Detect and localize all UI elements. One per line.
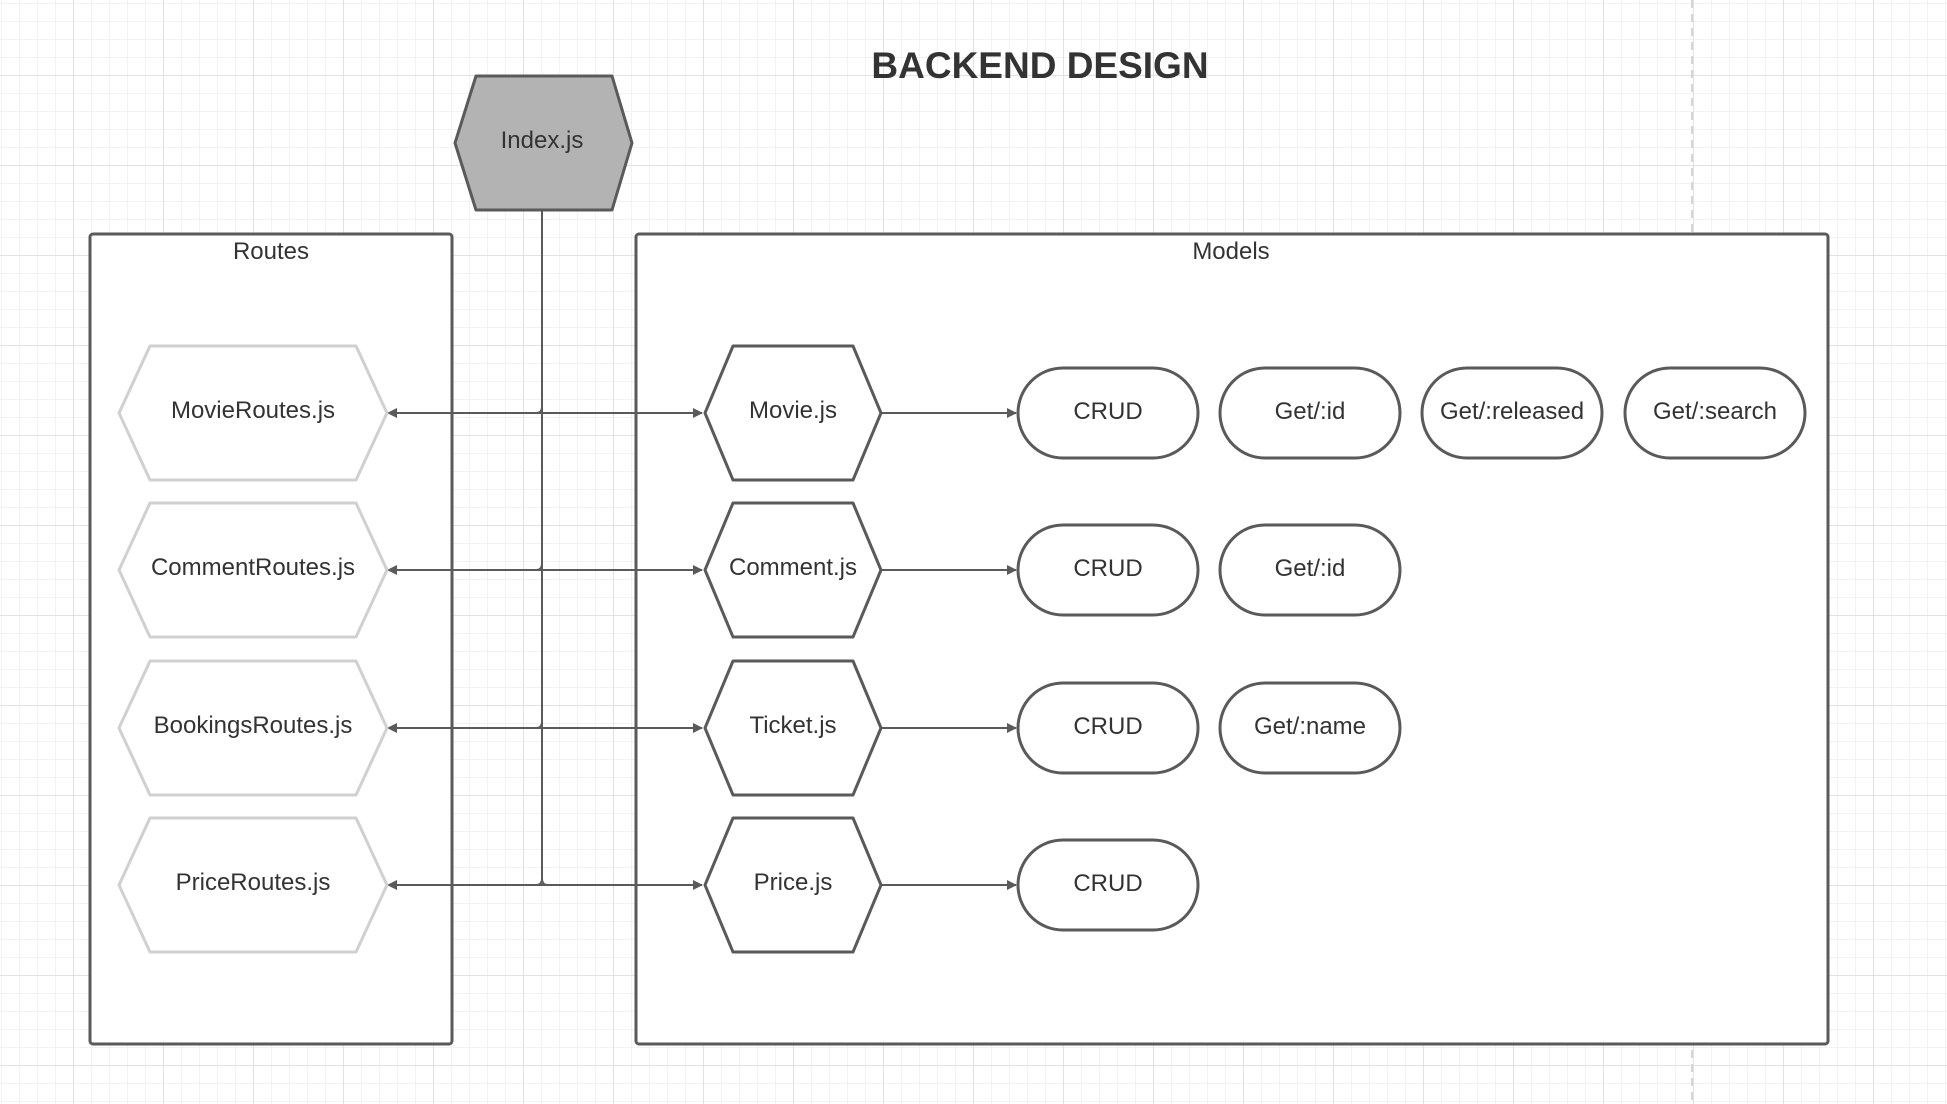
- route-node[interactable]: [117, 344, 389, 482]
- operation-label: CRUD: [1073, 555, 1142, 582]
- operation-pill[interactable]: [1016, 366, 1200, 460]
- index-label: Index.js: [501, 127, 584, 154]
- route-label: PriceRoutes.js: [176, 869, 331, 896]
- operation-label: Get/:id: [1275, 555, 1346, 582]
- operation-pill[interactable]: [1016, 681, 1200, 775]
- model-label: Price.js: [754, 869, 833, 896]
- route-node[interactable]: [117, 816, 389, 954]
- route-label: MovieRoutes.js: [171, 397, 335, 424]
- trunk-junction: [535, 563, 543, 571]
- operation-pill[interactable]: [1420, 366, 1604, 460]
- connectors-layer: [387, 210, 1017, 890]
- model-label: Ticket.js: [749, 712, 836, 739]
- trunk-junction: [535, 406, 543, 414]
- route-label: BookingsRoutes.js: [154, 712, 353, 739]
- operation-label: Get/:released: [1440, 398, 1584, 425]
- index-trunk-connector: [541, 210, 549, 886]
- route-label: CommentRoutes.js: [151, 554, 355, 581]
- trunk-junction: [535, 878, 543, 886]
- models-container-label: Models: [1192, 238, 1269, 265]
- operation-pill[interactable]: [1623, 366, 1807, 460]
- model-node[interactable]: [703, 816, 883, 954]
- route-node[interactable]: [117, 501, 389, 639]
- operation-pill[interactable]: [1218, 681, 1402, 775]
- operation-pill[interactable]: [1016, 838, 1200, 932]
- operation-label: Get/:id: [1275, 398, 1346, 425]
- nodes-layer: MovieRoutes.jsCommentRoutes.jsBookingsRo…: [117, 344, 1807, 954]
- operation-label: CRUD: [1073, 870, 1142, 897]
- route-node[interactable]: [117, 659, 389, 797]
- model-node[interactable]: [703, 659, 883, 797]
- routes-container-label: Routes: [233, 238, 309, 265]
- operation-pill[interactable]: [1016, 523, 1200, 617]
- model-node[interactable]: [703, 501, 883, 639]
- model-node[interactable]: [703, 344, 883, 482]
- operation-pill[interactable]: [1218, 523, 1402, 617]
- model-label: Comment.js: [729, 554, 857, 581]
- trunk-junction: [535, 721, 543, 729]
- operation-pill[interactable]: [1218, 366, 1402, 460]
- operation-label: CRUD: [1073, 713, 1142, 740]
- operation-label: Get/:name: [1254, 713, 1366, 740]
- operation-label: CRUD: [1073, 398, 1142, 425]
- index-hexagon[interactable]: [453, 74, 634, 212]
- model-label: Movie.js: [749, 397, 837, 424]
- operation-label: Get/:search: [1653, 398, 1777, 425]
- diagram-title: BACKEND DESIGN: [871, 45, 1208, 86]
